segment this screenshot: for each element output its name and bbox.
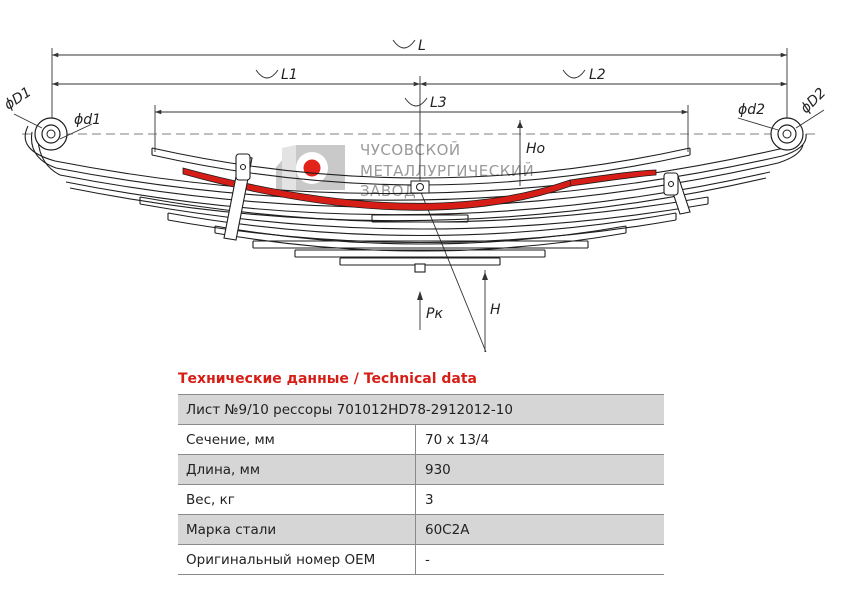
leaf-5 xyxy=(167,212,677,237)
dim-label-H: H xyxy=(490,302,501,318)
highlighted-leaf-tip xyxy=(569,169,657,187)
watermark-line-1: ЧУСОВСКОЙ xyxy=(360,140,461,159)
table-title-row: Лист №9/10 рессоры 701012HD78-2912012-10 xyxy=(178,394,664,425)
dim-label-L3: L3 xyxy=(430,95,447,111)
dim-label-Pk: Pк xyxy=(426,306,443,322)
dim-label-L2: L2 xyxy=(589,67,606,83)
main-leaf-bottom-edge xyxy=(30,131,807,201)
row-value: 3 xyxy=(415,484,664,515)
dim-label-d2: ϕd2 xyxy=(738,102,765,118)
row-value: 70 x 13/4 xyxy=(415,424,664,455)
table-row: Вес, кг 3 xyxy=(178,484,664,515)
table-row: Сечение, мм 70 x 13/4 xyxy=(178,424,664,455)
watermark-line-3: ЗАВОД xyxy=(360,182,416,200)
pk-arrow-icon xyxy=(417,291,423,300)
leaf-spring-drawing: ЧУСОВСКОЙ МЕТАЛЛУРГИЧЕСКИЙ ЗАВОД L L1 L2… xyxy=(1,38,830,353)
left-clamp xyxy=(223,153,253,241)
leaf-6 xyxy=(214,225,627,245)
right-eye xyxy=(770,117,804,151)
h-arrow-icon xyxy=(482,272,488,280)
row-label: Длина, мм xyxy=(178,454,416,485)
row-value: - xyxy=(415,544,664,575)
row-value: 60С2А xyxy=(415,514,664,545)
dim-label-Ho: Ho xyxy=(526,141,545,157)
factory-logo-watermark xyxy=(276,145,345,190)
table-row: Оригинальный номер OEM - xyxy=(178,544,664,575)
row-label: Вес, кг xyxy=(178,484,416,515)
dimension-lines xyxy=(52,52,787,115)
table-row: Марка стали 60С2А xyxy=(178,514,664,545)
arc-symbols xyxy=(255,39,586,107)
watermark-line-2: МЕТАЛЛУРГИЧЕСКИЙ xyxy=(360,161,534,180)
load-diagonal-line xyxy=(419,189,487,353)
row-label: Оригинальный номер OEM xyxy=(178,544,416,575)
dim-label-L: L xyxy=(418,38,426,54)
dim-label-L1: L1 xyxy=(281,67,298,83)
dim-label-D2: ϕD2 xyxy=(798,85,830,117)
left-eye xyxy=(34,117,68,151)
table-row: Длина, мм 930 xyxy=(178,454,664,485)
dim-label-d1: ϕd1 xyxy=(74,112,101,128)
table-heading: Технические данные / Technical data xyxy=(178,371,478,387)
table-title-cell: Лист №9/10 рессоры 701012HD78-2912012-10 xyxy=(178,394,664,425)
row-value: 930 xyxy=(415,454,664,485)
extension-lines xyxy=(51,48,788,182)
ho-arrow-icon xyxy=(517,121,523,128)
leaf-3-bottom xyxy=(69,177,767,222)
row-label: Сечение, мм xyxy=(178,424,416,455)
centre-bolt xyxy=(410,180,430,194)
eye-leaders xyxy=(13,109,825,140)
row-label: Марка стали xyxy=(178,514,416,545)
top-leaf-upper xyxy=(151,147,691,179)
specs-table: Лист №9/10 рессоры 701012HD78-2912012-10… xyxy=(178,394,664,575)
right-clamp xyxy=(663,172,691,215)
dim-label-D1: ϕD1 xyxy=(1,84,34,113)
